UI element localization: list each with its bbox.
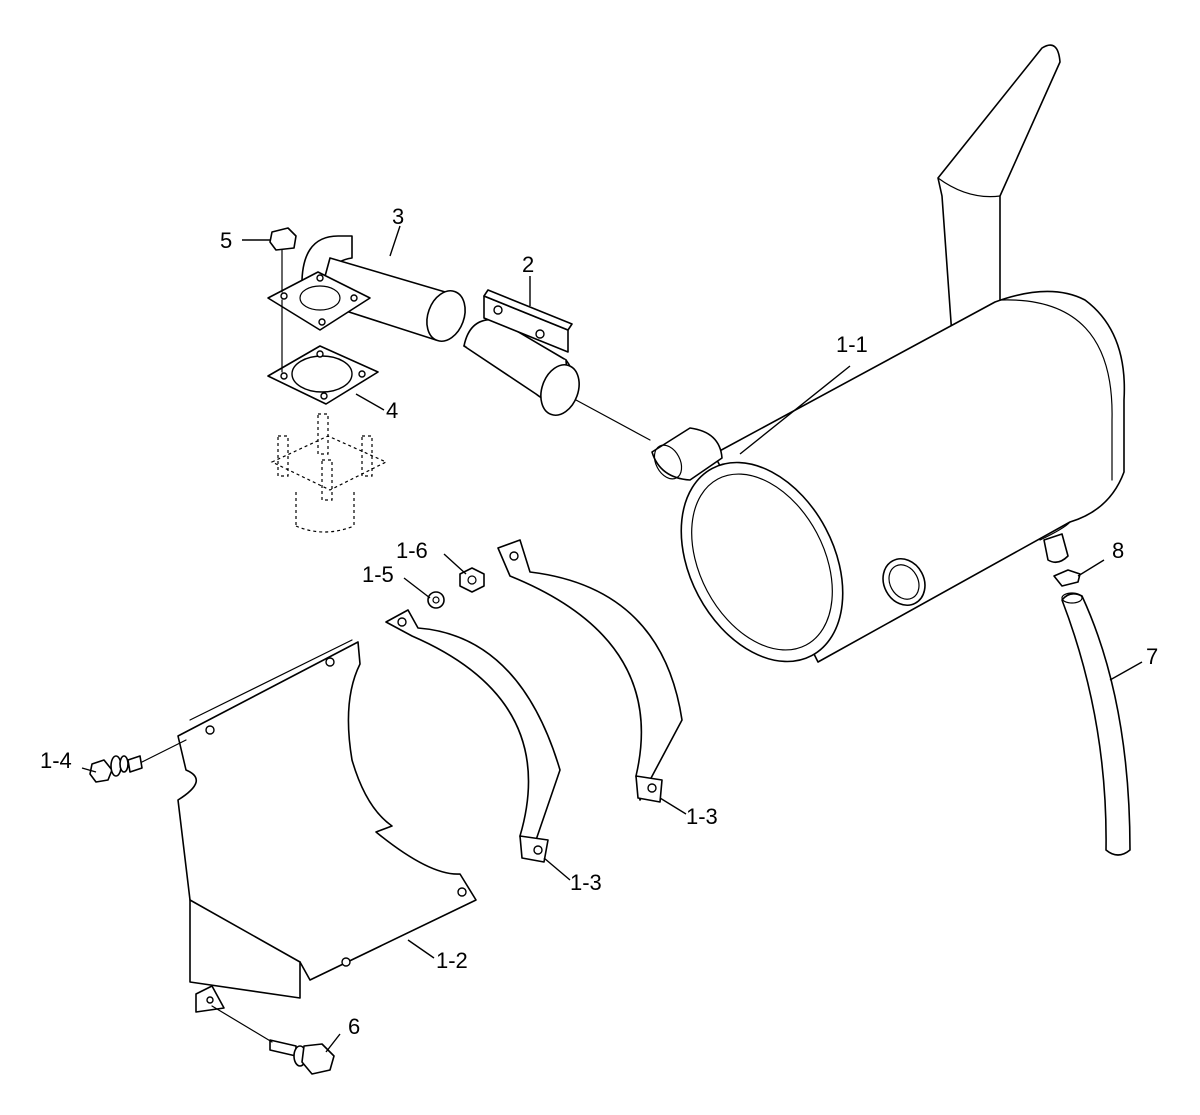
flange-gasket [267,345,379,405]
callout-1-4: 1-4 [40,748,72,773]
callout-2: 2 [522,252,534,277]
callout-1-3-front: 1-3 [570,870,602,895]
muffler-assembly [651,44,1126,663]
turbo-outlet-flange [270,413,388,533]
muffler-inlet-stub [651,427,723,481]
washer [427,591,445,609]
callout-3: 3 [392,204,404,229]
shield-bolt [89,739,187,783]
drain-hose [1061,592,1131,856]
callout-5: 5 [220,228,232,253]
callout-4: 4 [386,398,398,423]
callout-8: 8 [1112,538,1124,563]
callout-labels: 5 3 2 4 1-1 1-6 1-5 8 7 1-4 1-3 1-3 1-2 … [40,204,1158,1039]
mounting-band-rear [497,539,683,803]
heat-shield [177,639,477,1013]
callout-7: 7 [1146,644,1158,669]
mounting-band-front [385,609,561,863]
callout-1-5: 1-5 [362,562,394,587]
pipe-clamp [463,289,580,416]
elbow-flange [267,271,371,331]
callout-1-1: 1-1 [836,332,868,357]
muffler-front-face [680,461,844,663]
callout-1-3-rear: 1-3 [686,804,718,829]
hose-clamp [1053,569,1081,587]
flange-nut [269,227,297,373]
callout-6: 6 [348,1014,360,1039]
elbow-pipe [267,235,466,342]
callout-1-6: 1-6 [396,538,428,563]
callout-1-2: 1-2 [436,948,468,973]
leader-lines [81,225,1143,1053]
bracket-bolt [211,1005,335,1075]
